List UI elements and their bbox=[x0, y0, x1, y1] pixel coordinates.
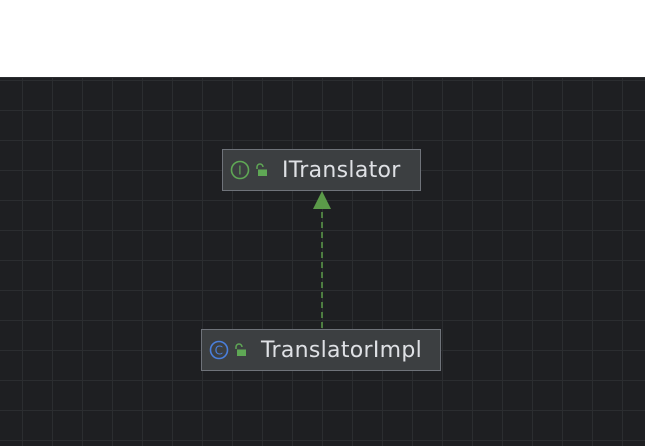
toolbar-area bbox=[0, 0, 645, 77]
public-lock-icon bbox=[233, 343, 247, 357]
realization-edge bbox=[313, 191, 331, 328]
diagram-canvas[interactable]: I ITranslator C TranslatorImpl bbox=[0, 77, 645, 446]
interface-icon-letter: I bbox=[238, 164, 242, 178]
class-icon-letter: C bbox=[215, 344, 224, 358]
class-icon: C bbox=[209, 340, 229, 360]
edge-arrowhead bbox=[313, 191, 331, 209]
public-lock-icon bbox=[254, 163, 268, 177]
node-itranslator[interactable]: I ITranslator bbox=[222, 149, 421, 191]
interface-icon: I bbox=[230, 160, 250, 180]
node-label: TranslatorImpl bbox=[261, 337, 423, 363]
node-label: ITranslator bbox=[282, 157, 401, 183]
node-translatorimpl[interactable]: C TranslatorImpl bbox=[201, 329, 441, 371]
